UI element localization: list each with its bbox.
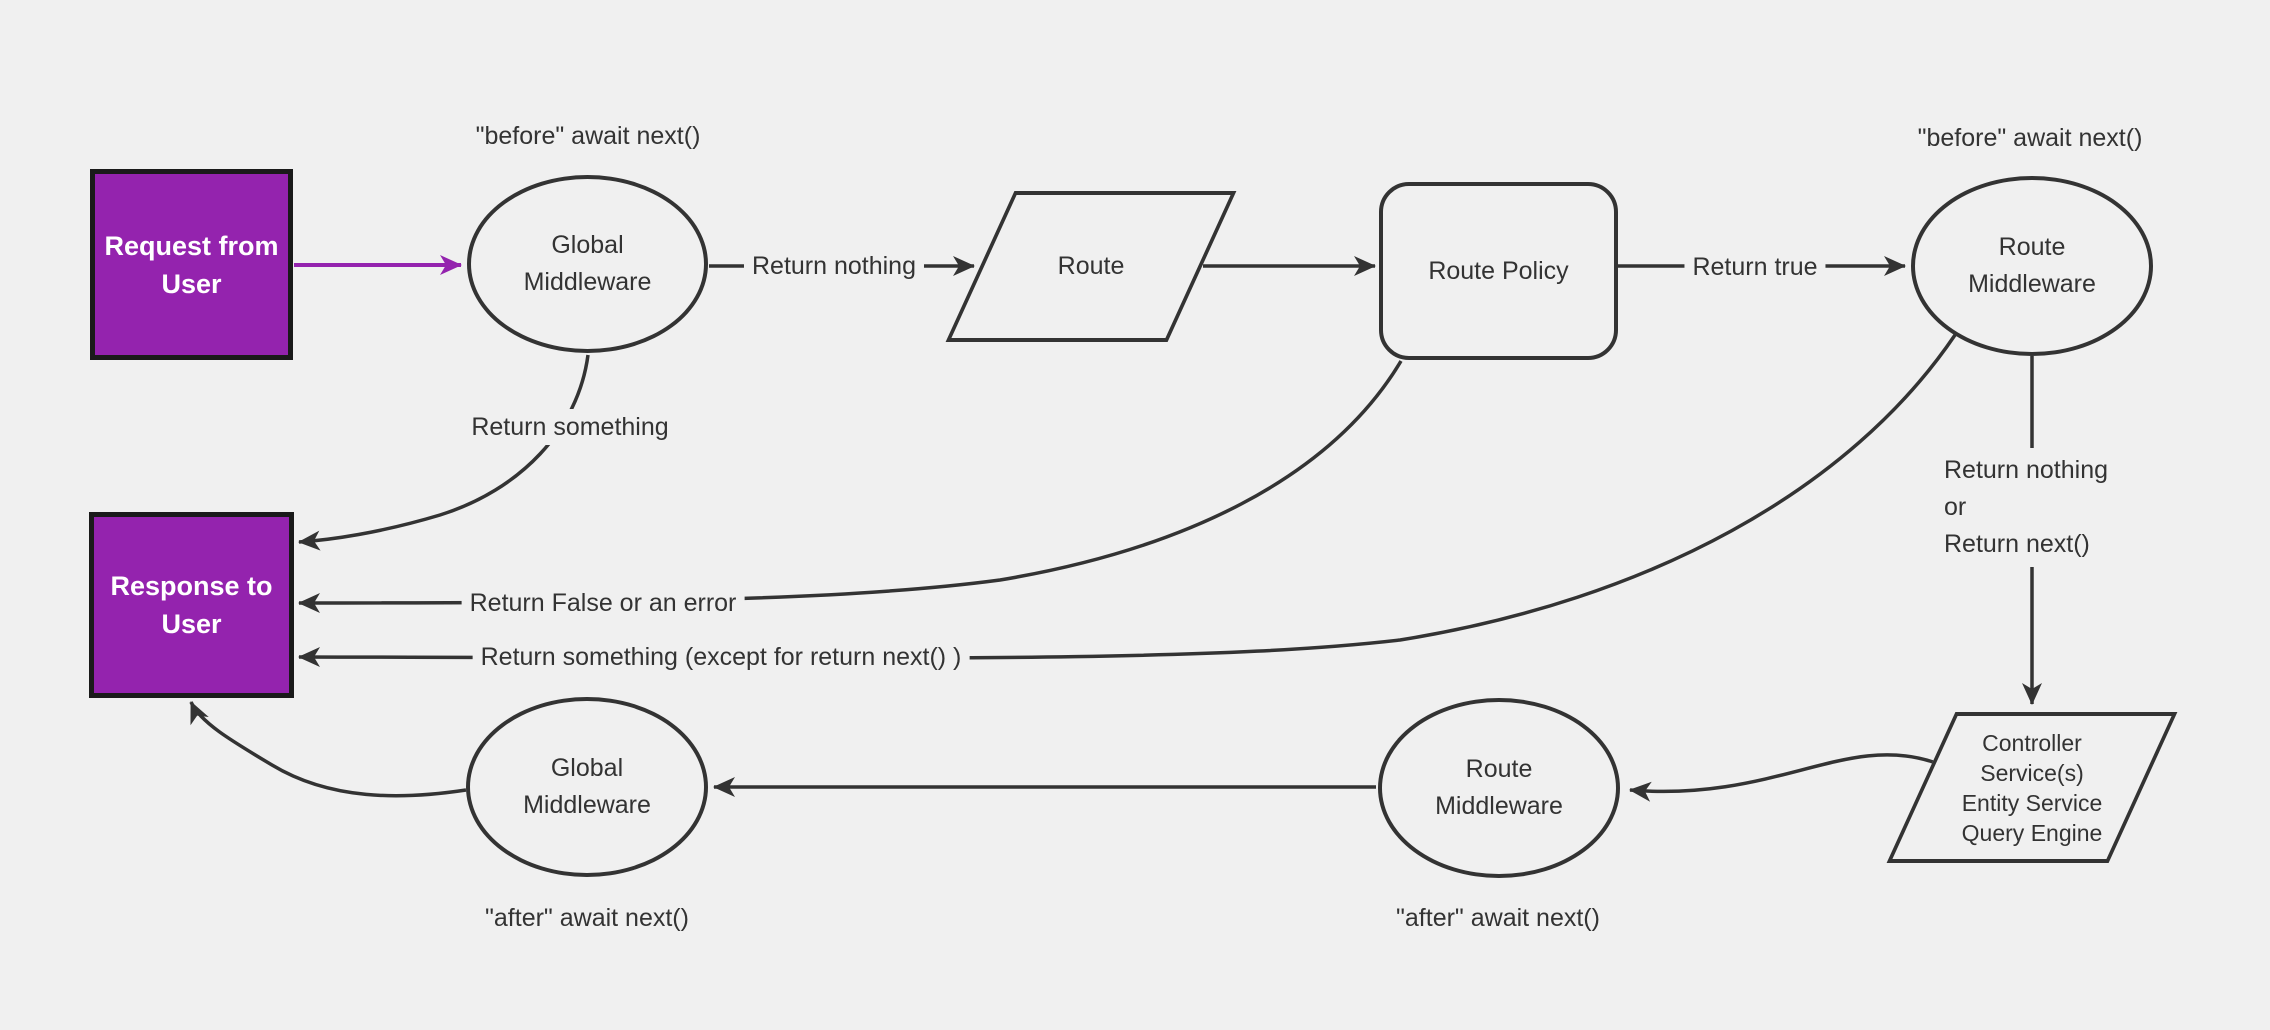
label-return-something: Return something bbox=[463, 409, 677, 445]
node-route-middleware-bottom-label: Route Middleware bbox=[1435, 755, 1563, 820]
edge-global-middleware-to-response bbox=[298, 354, 590, 551]
node-route-middleware-top: Route Middleware bbox=[1911, 176, 2153, 356]
node-global-middleware-bottom: Global Middleware bbox=[466, 697, 708, 877]
label-after-await-next-right: "after" await next() bbox=[1396, 904, 1600, 932]
node-controller: Controller Service(s) Entity Service Que… bbox=[1886, 712, 2178, 863]
edge-controller-to-route-middleware-bottom bbox=[1629, 753, 1934, 802]
label-return-true: Return true bbox=[1684, 249, 1826, 285]
node-response-to-user-label: Response to User bbox=[110, 571, 273, 639]
label-return-nothing: Return nothing bbox=[743, 248, 925, 284]
edge-route-policy-to-response bbox=[298, 360, 1403, 613]
node-request-from-user-label: Request from User bbox=[104, 230, 279, 299]
node-request-from-user: Request from User bbox=[90, 169, 293, 360]
label-return-false-or-error: Return False or an error bbox=[461, 585, 745, 621]
label-return-nothing-or-next: Return nothing or Return next() bbox=[1944, 448, 2119, 567]
node-controller-label: Controller Service(s) Entity Service Que… bbox=[1961, 729, 2103, 846]
node-route-middleware-bottom: Route Middleware bbox=[1378, 698, 1620, 878]
node-response-to-user: Response to User bbox=[89, 512, 294, 698]
node-route: Route bbox=[945, 191, 1237, 342]
label-return-something-except: Return something (except for return next… bbox=[472, 639, 970, 675]
label-before-await-next-left: "before" await next() bbox=[475, 122, 701, 150]
node-route-label: Route bbox=[1057, 252, 1125, 280]
node-route-middleware-top-label: Route Middleware bbox=[1968, 233, 2096, 298]
node-global-middleware-top-label: Global Middleware bbox=[523, 231, 652, 296]
node-route-policy: Route Policy bbox=[1379, 182, 1618, 360]
node-global-middleware-top: Global Middleware bbox=[467, 175, 708, 353]
edge-global-middleware-bottom-to-response bbox=[189, 701, 467, 798]
node-global-middleware-bottom-label: Global Middleware bbox=[523, 754, 651, 819]
label-before-await-next-right: "before" await next() bbox=[1917, 124, 2143, 152]
label-after-await-next-left: "after" await next() bbox=[485, 904, 689, 932]
node-route-policy-label: Route Policy bbox=[1428, 256, 1569, 285]
